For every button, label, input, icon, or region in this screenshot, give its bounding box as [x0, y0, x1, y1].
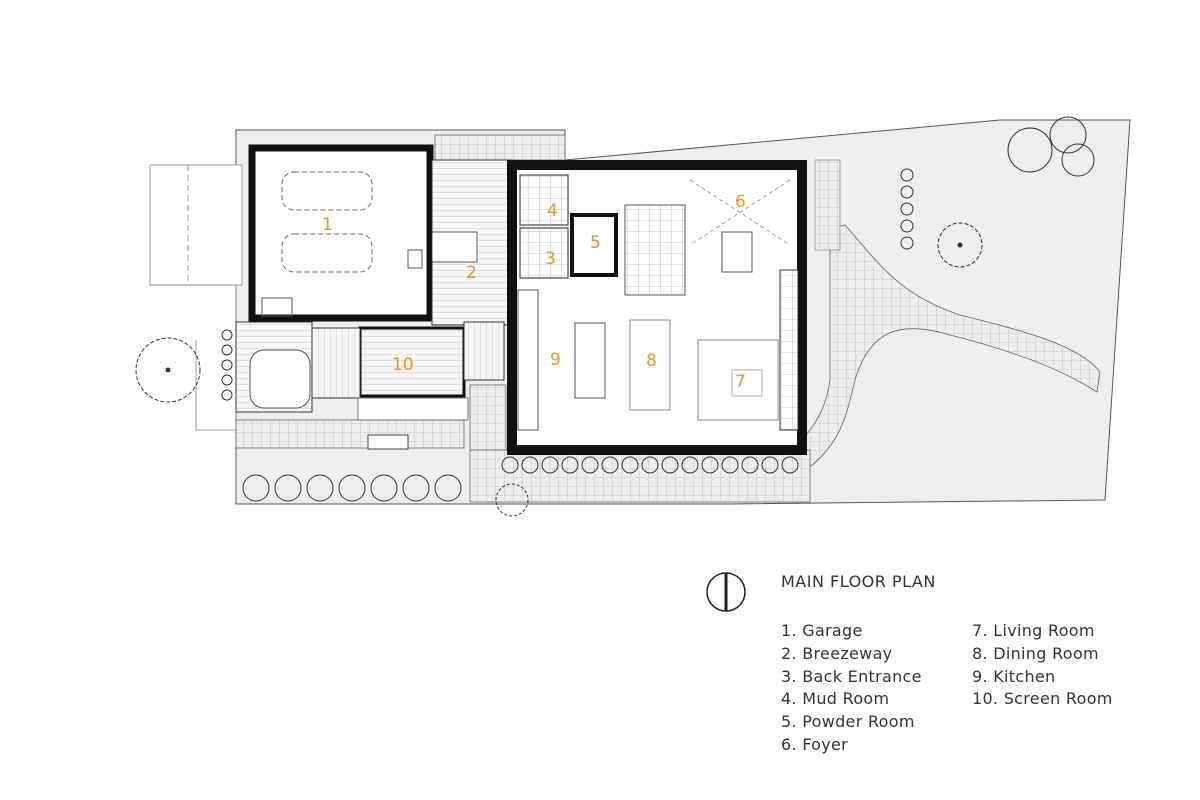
legend-item: 2. Breezeway [781, 643, 893, 663]
rear-paving [434, 134, 566, 161]
side-walkway [235, 419, 465, 449]
north-arrow-icon [706, 572, 746, 612]
room-number-3: 3 [545, 249, 556, 269]
legend-item: 3. Back Entrance [781, 666, 922, 686]
garage [248, 144, 434, 322]
tree-icon [135, 116, 1095, 517]
legend-column-1: 1. Garage 2. Breezeway 3. Back Entrance … [781, 620, 922, 757]
room-number-8: 8 [646, 351, 657, 371]
room-number-9: 9 [550, 350, 561, 370]
room-number-2: 2 [466, 263, 477, 283]
legend-item: 10. Screen Room [972, 689, 1113, 709]
legend-item: 1. Garage [781, 621, 863, 640]
legend-title: MAIN FLOOR PLAN [781, 572, 936, 591]
main-house [507, 160, 807, 455]
screen-room [235, 321, 505, 450]
room-number-7: 7 [735, 372, 746, 392]
breezeway [431, 159, 513, 326]
legend-item: 4. Mud Room [781, 689, 890, 709]
front-walkway [469, 449, 811, 503]
shrub-icon [221, 168, 914, 502]
legend-item: 8. Dining Room [972, 643, 1099, 663]
room-number-4: 4 [547, 201, 558, 221]
room-number-6: 6 [735, 192, 746, 212]
room-number-5: 5 [590, 233, 601, 253]
room-number-10: 10 [392, 355, 414, 375]
legend-column-2: 7. Living Room 8. Dining Room 9. Kitchen… [972, 620, 1113, 711]
side-paving [469, 384, 507, 451]
legend-item: 7. Living Room [972, 621, 1095, 640]
legend-item: 6. Foyer [781, 734, 849, 754]
garden-path [739, 159, 1101, 501]
legend-item: 5. Powder Room [781, 712, 915, 732]
room-number-1: 1 [322, 215, 333, 235]
car-icon [281, 171, 373, 273]
room-numbers: 1 2 3 4 5 6 7 8 9 10 [322, 192, 746, 392]
legend-item: 9. Kitchen [972, 666, 1056, 686]
